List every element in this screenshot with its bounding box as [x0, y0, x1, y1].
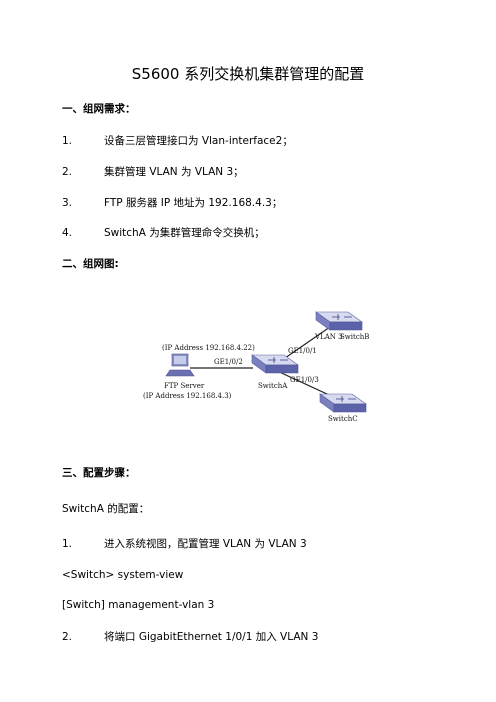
switch-b-icon — [315, 311, 363, 331]
step-number: 1. — [62, 538, 73, 550]
command-line: <Switch> system-view — [62, 569, 184, 581]
switch-c-label: SwitchC — [328, 415, 358, 423]
port-ge103-label: GE1/0/3 — [290, 376, 319, 384]
section-heading-requirements: 一、组网需求： — [62, 103, 136, 115]
list-item-number: 3. — [62, 197, 73, 209]
list-item-text: 集群管理 VLAN 为 VLAN 3； — [104, 166, 244, 178]
list-item-text: 设备三层管理接口为 Vlan-interface2； — [104, 135, 293, 147]
ftp-server-icon — [165, 353, 195, 377]
list-item-number: 4. — [62, 227, 73, 239]
list-item-text: FTP 服务器 IP 地址为 192.168.4.3； — [104, 197, 283, 209]
ftp-server-label: FTP Server — [164, 382, 205, 390]
port-ge102-label: GE1/0/2 — [214, 358, 243, 366]
step-number: 2. — [62, 631, 73, 643]
step-text: 将端口 GigabitEthernet 1/0/1 加入 VLAN 3 — [104, 631, 319, 643]
switch-a-icon — [251, 354, 299, 374]
switch-a-ip-label: (IP Address 192.168.4.22) — [162, 344, 255, 352]
step-text: 进入系统视图，配置管理 VLAN 为 VLAN 3 — [104, 538, 307, 550]
section-heading-diagram: 二、组网图: — [62, 258, 119, 270]
command-line: [Switch] management-vlan 3 — [62, 599, 215, 611]
list-item-text: SwitchA 为集群管理命令交换机； — [104, 227, 265, 239]
ftp-ip-label: (IP Address 192.168.4.3) — [143, 392, 232, 400]
port-ge101-label: GE1/0/1 — [288, 347, 317, 355]
switch-c-icon — [319, 393, 367, 413]
list-item-number: 2. — [62, 166, 73, 178]
config-subtitle: SwitchA 的配置： — [62, 503, 150, 515]
page-title: S5600 系列交换机集群管理的配置 — [131, 65, 365, 83]
switch-a-label: SwitchA — [258, 382, 288, 390]
section-heading-steps: 三、配置步骤： — [62, 467, 136, 479]
vlan-label: VLAN 3 — [314, 333, 343, 341]
network-diagram: VLAN 3 SwitchB (IP Address 192.168.4.22)… — [143, 311, 369, 423]
list-item-number: 1. — [62, 135, 73, 147]
switch-b-label: SwitchB — [340, 333, 369, 341]
